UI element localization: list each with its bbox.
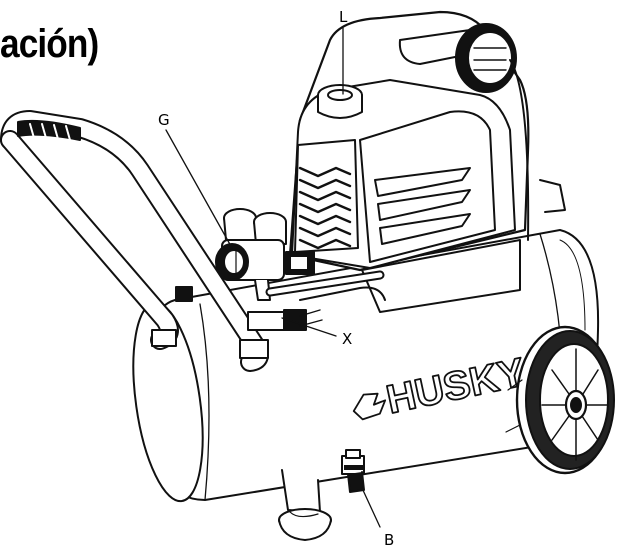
section-heading: ación) [0, 22, 99, 66]
callout-x: X [342, 330, 352, 348]
carry-handle [0, 110, 269, 372]
leader-g [165, 129, 233, 249]
callout-l: L [339, 8, 348, 26]
regulator-assembly [215, 208, 386, 331]
leader-x [281, 317, 337, 337]
callout-labels: L G X B [158, 8, 394, 545]
callout-b: B [384, 531, 394, 545]
leader-b [361, 487, 381, 528]
motor-housing [288, 10, 566, 313]
callout-leaders [165, 27, 381, 528]
wheel [505, 325, 615, 475]
callout-g: G [158, 111, 170, 129]
front-foot [278, 469, 332, 541]
drain-valve [341, 449, 365, 493]
